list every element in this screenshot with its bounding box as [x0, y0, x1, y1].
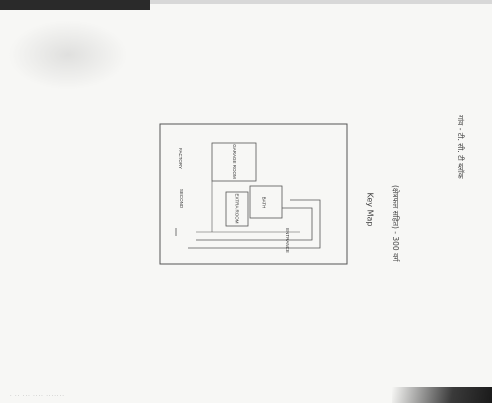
scan-edge-shadow-top: [0, 0, 150, 10]
paper-smudge: [8, 20, 128, 90]
handwritten-note-2: गांव - टी. सी. टी ब्लॉक: [456, 115, 465, 179]
handwritten-note-1: (क्षेत्रफल सहित) - 300 वर्ग: [391, 185, 400, 262]
label-second: SECOND: [179, 188, 185, 209]
label-extra-room: EXTRA ROOM: [234, 193, 240, 224]
scan-edge-top: [150, 0, 492, 4]
room-garage: [211, 142, 257, 182]
plot-boundary: [159, 123, 348, 265]
scan-edge-shadow-bottom: [392, 387, 492, 403]
label-bath: BATH: [261, 196, 267, 209]
label-entrance: ENTRANCE: [284, 228, 290, 253]
key-map-title: Key Map: [365, 192, 375, 227]
label-factory: FACTORY: [178, 147, 184, 170]
room-extra: [225, 191, 249, 227]
passage-inner: [196, 207, 313, 241]
passage-outer: [188, 199, 321, 249]
room-bath: [249, 185, 283, 219]
label-garage-room: GARAGE ROOM: [231, 144, 237, 179]
scan-footer-marks: · ·· ··· ···· ·······: [10, 393, 65, 399]
